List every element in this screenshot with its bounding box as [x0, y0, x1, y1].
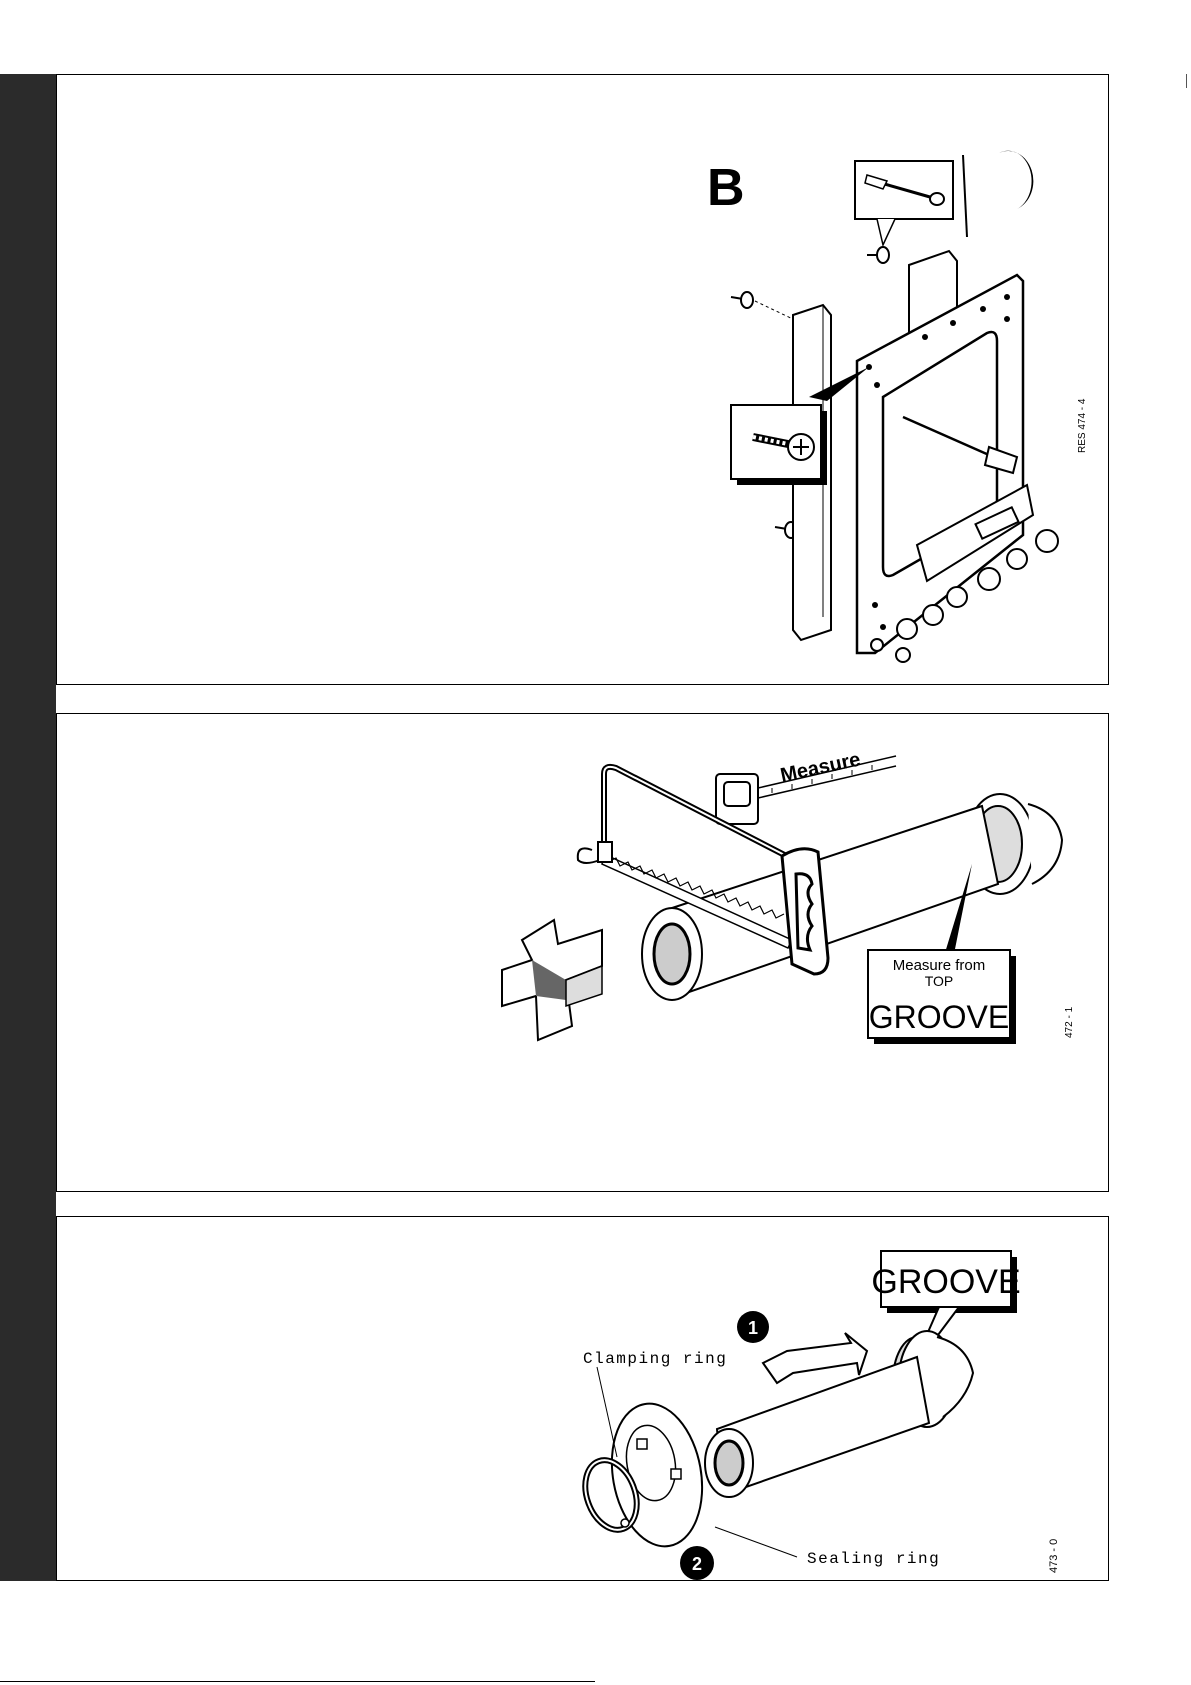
wall-plug-screw-callout [855, 161, 959, 245]
right-margin-mark [1186, 74, 1187, 88]
figure-panel-cutting-pipe: Measure Measure [56, 713, 1109, 1192]
figure-panel-clamping-ring: GROOVE 1 Clamping ring Sealing r [56, 1216, 1109, 1581]
groove-label: GROOVE [871, 1263, 1020, 1301]
wall-frame-illustration: B [697, 105, 1107, 685]
clamping-ring-label: Clamping ring [583, 1350, 727, 1368]
callout-line1: Measure from [893, 957, 986, 974]
label-b: B [707, 159, 745, 217]
sealing-leader-line [715, 1527, 797, 1557]
figure-reference: 473 - 0 [1048, 1539, 1060, 1573]
pipe-cutting-illustration: Measure Measure [492, 744, 1102, 1164]
footer-rule [0, 1681, 595, 1682]
callout-line3: GROOVE [869, 999, 1009, 1035]
rotate-icon [999, 151, 1033, 209]
figure-panel-wall-frame: B [56, 74, 1109, 685]
callout-line2: TOP [925, 973, 954, 989]
figure-reference: 472 - 1 [1064, 1006, 1075, 1038]
pipe-fitting-illustration: GROOVE 1 Clamping ring Sealing r [567, 1227, 1107, 1577]
push-arrow-icon [763, 1333, 867, 1383]
figure-reference: RES 474 - 4 [1077, 398, 1088, 453]
step2-number: 2 [692, 1554, 702, 1574]
measure-label: Measure [778, 748, 862, 786]
sealing-ring-label: Sealing ring [807, 1550, 940, 1568]
clamping-leader-line [597, 1367, 617, 1457]
left-sidebar-bar [0, 74, 56, 1581]
cross-fitting-icon [502, 920, 602, 1040]
step1-number: 1 [748, 1318, 758, 1338]
